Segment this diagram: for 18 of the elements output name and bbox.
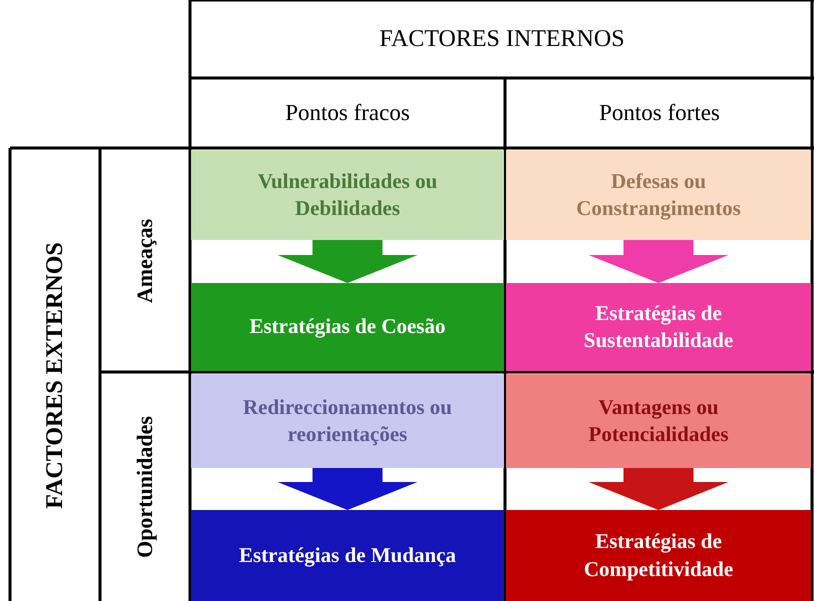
column-header: Pontos fortes — [598, 99, 721, 127]
block-arrow — [278, 468, 418, 510]
strategy-box: Defesas ou Constrangimentos — [506, 150, 811, 240]
row-header: Oportunidades — [132, 416, 158, 558]
block-arrow — [588, 468, 728, 510]
strategy-box: Vulnerabilidades ou Debilidades — [191, 150, 504, 240]
block-arrow — [588, 240, 728, 283]
column-group-header: FACTORES INTERNOS — [378, 24, 626, 54]
strategy-box: Estratégias de Mudança — [191, 510, 504, 601]
block-arrow — [278, 240, 418, 283]
strategy-box: Estratégias de Sustentabilidade — [506, 283, 811, 371]
column-header: Pontos fracos — [284, 99, 411, 127]
strategy-box: Estratégias de Competitividade — [506, 510, 811, 601]
row-header: Ameaças — [132, 218, 158, 304]
strategy-box: Redireccionamentos ou reorientações — [191, 374, 504, 468]
strategy-box: Vantagens ou Potencialidades — [506, 374, 811, 468]
strategy-box: Estratégias de Coesão — [191, 283, 504, 371]
row-group-header: FACTORES EXTERNOS — [41, 242, 68, 508]
